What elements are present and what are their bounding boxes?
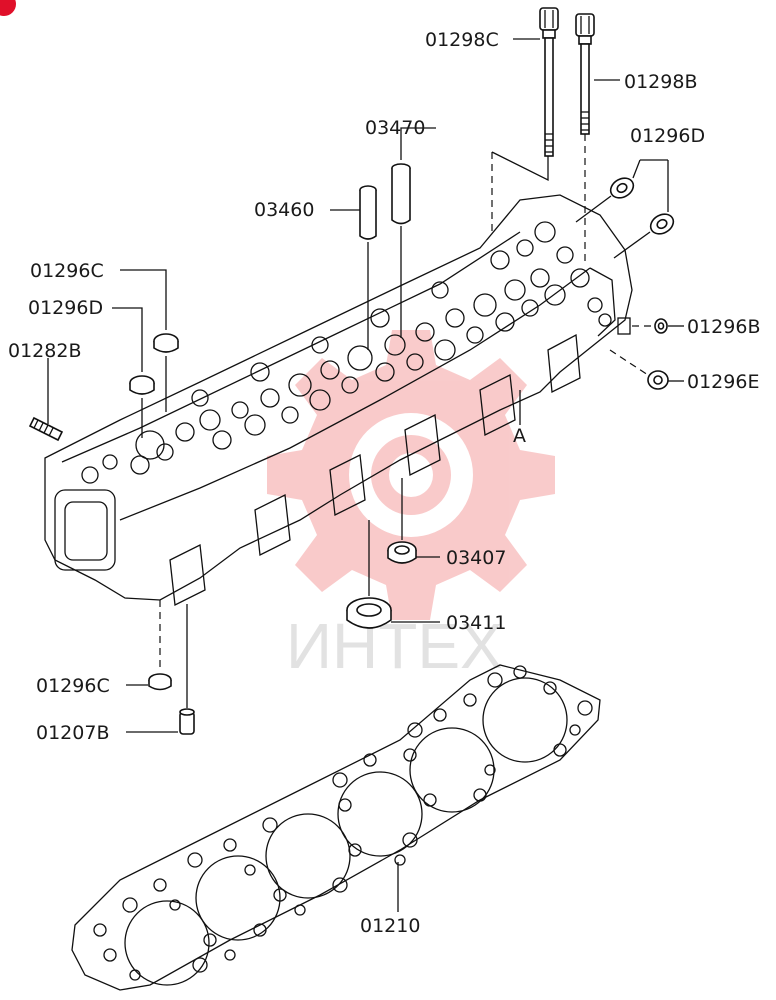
seal-01296E — [647, 370, 669, 390]
label-03407: 03407 — [446, 547, 506, 569]
label-03470: 03470 — [365, 117, 425, 139]
label-01298B: 01298B — [624, 71, 697, 93]
label-01207B: 01207B — [36, 722, 109, 744]
seal-03411 — [346, 597, 392, 629]
label-01296D-top: 01296D — [630, 125, 705, 147]
seal-03407 — [387, 541, 417, 564]
corner-badge-icon — [0, 0, 16, 16]
sleeve-03460 — [359, 185, 377, 240]
seal-01296C-left — [153, 333, 179, 353]
sleeve-03470 — [391, 163, 411, 225]
stud-01282B — [28, 416, 64, 442]
seal-01296D-left — [129, 375, 155, 395]
label-01210: 01210 — [360, 915, 420, 937]
head-gasket-01210 — [71, 664, 601, 991]
seal-01296D-upper — [609, 177, 675, 235]
label-03411: 03411 — [446, 612, 506, 634]
seal-01296B — [654, 318, 668, 334]
head-bolt-01298B — [575, 13, 595, 135]
label-callout-A: A — [513, 425, 526, 447]
label-01296E: 01296E — [687, 371, 759, 393]
head-bolt-01298C — [539, 7, 559, 157]
label-03460: 03460 — [254, 199, 314, 221]
seal-01296C-bottom — [148, 673, 172, 691]
leader-lines — [47, 38, 684, 733]
cylinder-head — [44, 194, 633, 606]
label-01296C-left: 01296C — [30, 260, 104, 282]
label-01298C: 01298C — [425, 29, 499, 51]
label-01296D-left: 01296D — [28, 297, 103, 319]
label-01282B: 01282B — [8, 340, 81, 362]
plug-01207B — [179, 708, 195, 735]
label-01296B: 01296B — [687, 316, 760, 338]
label-01296C-bottom: 01296C — [36, 675, 110, 697]
